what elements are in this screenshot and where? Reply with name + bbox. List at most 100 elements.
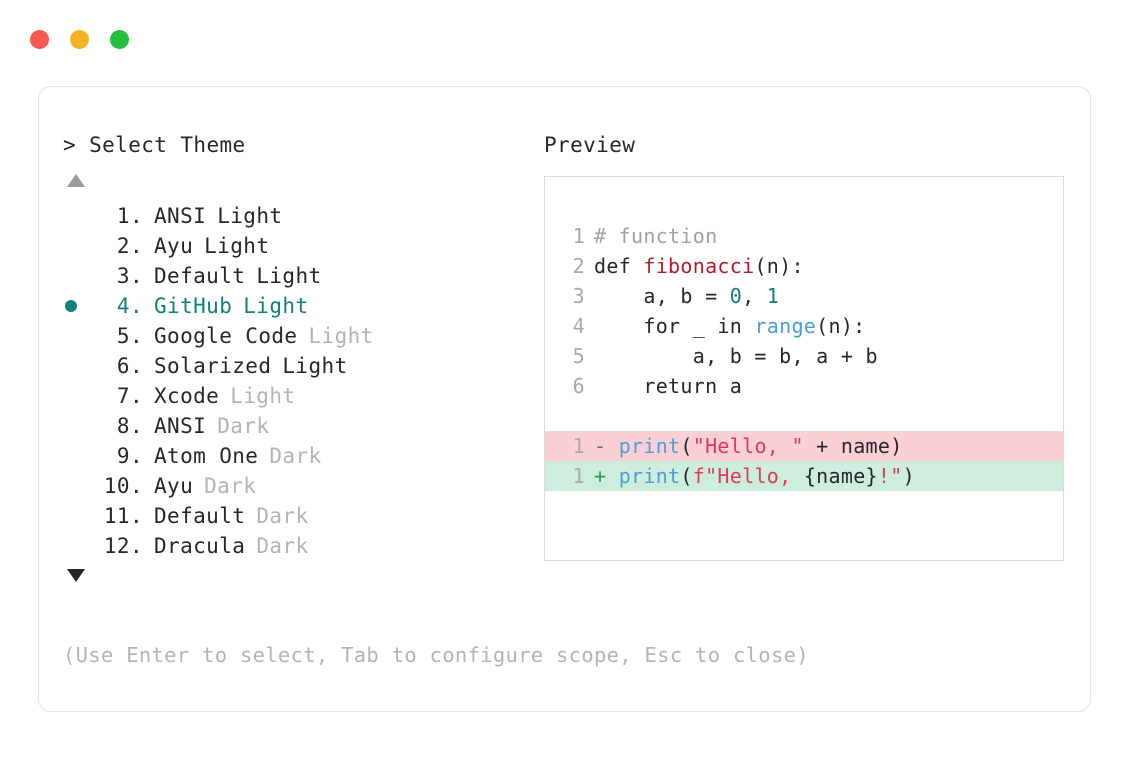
keyboard-hint: (Use Enter to select, Tab to configure s… bbox=[63, 643, 809, 667]
code-token: # function bbox=[594, 224, 718, 248]
list-item-label: Ayu bbox=[154, 474, 194, 498]
code-token: , bbox=[742, 284, 767, 308]
selection-bullet-slot bbox=[63, 291, 97, 321]
triangle-up-icon[interactable] bbox=[67, 174, 85, 187]
list-item-mode: Light bbox=[217, 204, 283, 228]
code-line: 5 a, b = b, a + b bbox=[545, 341, 1063, 371]
code-token: ) bbox=[902, 464, 915, 488]
list-item-label: Google Code bbox=[154, 324, 298, 348]
list-item[interactable]: 3. Default Light bbox=[63, 261, 533, 291]
list-item-label: Atom One bbox=[154, 444, 259, 468]
list-item-mode: Light bbox=[256, 264, 322, 288]
code-token: "Hello, " bbox=[692, 434, 804, 458]
selection-bullet-slot bbox=[63, 321, 97, 351]
code-line-added: 1+ print(f"Hello, {name}!") bbox=[545, 461, 1063, 491]
code-token: a, b = b, a + b bbox=[594, 344, 878, 368]
line-number: 1 bbox=[572, 464, 585, 488]
list-item-number: 11. bbox=[103, 504, 143, 528]
list-item[interactable]: 6. Solarized Light bbox=[63, 351, 533, 381]
list-item-label: ANSI bbox=[154, 204, 207, 228]
list-item-mode: Light bbox=[243, 294, 309, 318]
close-dot[interactable] bbox=[30, 30, 49, 49]
list-item[interactable]: 2. Ayu Light bbox=[63, 231, 533, 261]
code-line: 6 return a bbox=[545, 371, 1063, 401]
code-line-blank bbox=[545, 401, 1063, 431]
selection-bullet-slot bbox=[63, 441, 97, 471]
code-token: def bbox=[594, 254, 644, 278]
triangle-down-icon[interactable] bbox=[67, 569, 85, 582]
theme-list: 1. ANSI Light 2. Ayu Light 3. Default Li… bbox=[63, 201, 533, 561]
list-item-label: Default bbox=[154, 264, 246, 288]
code-token: {name} bbox=[803, 464, 878, 488]
list-item-number: 12. bbox=[103, 534, 143, 558]
code-token: - bbox=[594, 434, 619, 458]
list-item[interactable]: 10. Ayu Dark bbox=[63, 471, 533, 501]
list-item[interactable]: 1. ANSI Light bbox=[63, 201, 533, 231]
code-token: ( bbox=[680, 434, 693, 458]
list-item-number: 4. bbox=[116, 294, 143, 318]
list-item-label: Xcode bbox=[154, 384, 220, 408]
list-item[interactable]: 11. Default Dark bbox=[63, 501, 533, 531]
list-item-number: 5. bbox=[116, 324, 143, 348]
list-item-mode: Light bbox=[308, 324, 374, 348]
list-item-mode: Dark bbox=[217, 414, 270, 438]
list-item-label: Solarized bbox=[154, 354, 272, 378]
line-number: 6 bbox=[572, 374, 585, 398]
preview-title: Preview bbox=[544, 133, 636, 157]
theme-selector-card: > Select Theme 1. ANSI Light 2. Ayu Ligh… bbox=[38, 86, 1091, 712]
selection-bullet-slot bbox=[63, 351, 97, 381]
list-item-label: Dracula bbox=[154, 534, 246, 558]
code-text: a, b = 0, 1 bbox=[585, 281, 779, 311]
list-item-mode: Dark bbox=[204, 474, 257, 498]
code-line: 4 for _ in range(n): bbox=[545, 311, 1063, 341]
code-token: + name) bbox=[803, 434, 903, 458]
list-item-number: 1. bbox=[116, 204, 143, 228]
code-token: f"Hello, bbox=[692, 464, 804, 488]
list-item-mode: Dark bbox=[256, 534, 309, 558]
window-titlebar bbox=[30, 30, 129, 49]
selection-bullet-slot bbox=[63, 381, 97, 411]
code-token: 0 bbox=[729, 284, 743, 308]
page-title: > Select Theme bbox=[63, 133, 246, 157]
list-item-number: 2. bbox=[116, 234, 143, 258]
list-item[interactable]: 9. Atom One Dark bbox=[63, 441, 533, 471]
code-token: + bbox=[594, 464, 619, 488]
selection-bullet-slot bbox=[63, 411, 97, 441]
code-text: def fibonacci(n): bbox=[585, 251, 804, 281]
list-item[interactable]: 7. Xcode Light bbox=[63, 381, 533, 411]
code-token: return a bbox=[594, 374, 743, 398]
code-line: 3 a, b = 0, 1 bbox=[545, 281, 1063, 311]
code-text: a, b = b, a + b bbox=[585, 341, 878, 371]
code-token: 1 bbox=[766, 284, 780, 308]
list-item[interactable]: 5. Google Code Light bbox=[63, 321, 533, 351]
code-token: (n): bbox=[754, 254, 804, 278]
maximize-dot[interactable] bbox=[110, 30, 129, 49]
code-line-removed: 1- print("Hello, " + name) bbox=[545, 431, 1063, 461]
list-item-number: 8. bbox=[116, 414, 143, 438]
code-text: + print(f"Hello, {name}!") bbox=[585, 461, 915, 491]
code-token: for _ in bbox=[594, 314, 755, 338]
list-item[interactable]: 8. ANSI Dark bbox=[63, 411, 533, 441]
list-item-number: 9. bbox=[116, 444, 143, 468]
code-token: ( bbox=[680, 464, 693, 488]
code-text: return a bbox=[585, 371, 742, 401]
minimize-dot[interactable] bbox=[70, 30, 89, 49]
code-token: (n): bbox=[816, 314, 866, 338]
list-item-mode: Dark bbox=[269, 444, 322, 468]
code-token: !" bbox=[877, 464, 903, 488]
list-item-label: ANSI bbox=[154, 414, 207, 438]
code-text: # function bbox=[585, 221, 717, 251]
list-item[interactable]: 12. Dracula Dark bbox=[63, 531, 533, 561]
line-number: 3 bbox=[572, 284, 585, 308]
list-item-label: Ayu bbox=[154, 234, 194, 258]
code-token: print bbox=[618, 464, 681, 488]
selection-bullet-slot bbox=[63, 201, 97, 231]
selection-bullet-slot bbox=[63, 231, 97, 261]
line-number: 2 bbox=[572, 254, 585, 278]
list-item-selected[interactable]: 4. GitHub Light bbox=[63, 291, 533, 321]
line-number: 1 bbox=[572, 224, 585, 248]
